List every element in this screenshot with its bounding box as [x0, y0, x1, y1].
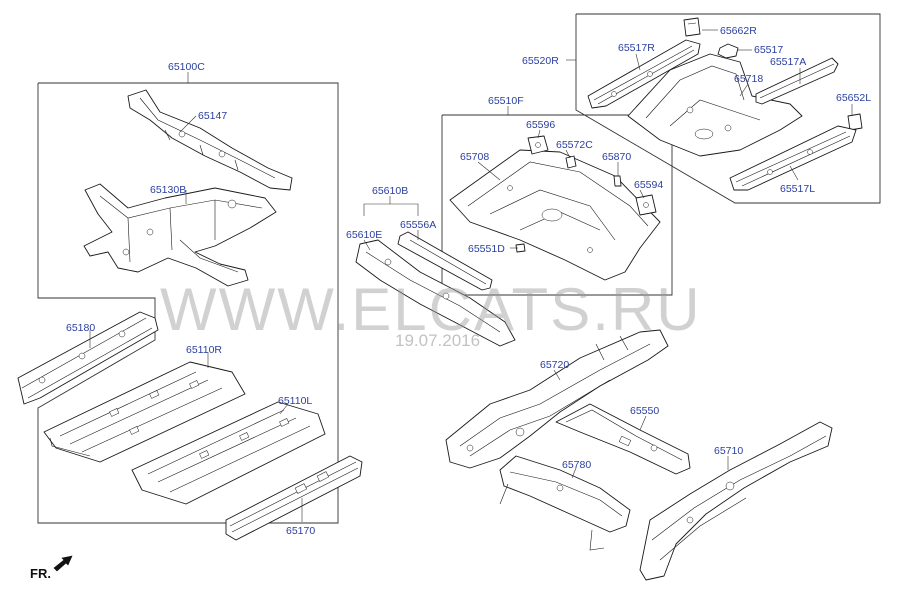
- label-65110r: 65110R: [186, 344, 222, 356]
- part-65551d: [515, 243, 526, 253]
- label-65708: 65708: [460, 151, 489, 163]
- part-65550: [555, 403, 691, 475]
- part-65708: [449, 149, 661, 281]
- label-65596: 65596: [526, 119, 555, 131]
- label-65170: 65170: [286, 525, 315, 537]
- bracket-65610b: [363, 203, 419, 216]
- label-65556a: 65556A: [400, 219, 436, 231]
- part-65517: [717, 43, 739, 59]
- label-65594: 65594: [634, 179, 663, 191]
- part-65147: [127, 89, 293, 191]
- label-65147: 65147: [198, 110, 227, 122]
- label-65610e: 65610E: [346, 229, 382, 241]
- label-65517r: 65517R: [618, 42, 655, 54]
- part-65110r: [43, 361, 246, 463]
- part-65780: [499, 455, 631, 551]
- label-65652l: 65652L: [836, 92, 871, 104]
- label-65662r: 65662R: [720, 25, 757, 37]
- fr-label: FR.: [30, 566, 51, 581]
- frame-65100c: [37, 82, 339, 524]
- part-65170: [225, 455, 363, 541]
- label-65100c: 65100C: [168, 61, 205, 73]
- label-65780: 65780: [562, 459, 591, 471]
- label-65551d: 65551D: [468, 243, 505, 255]
- label-65572c: 65572C: [556, 139, 593, 151]
- label-65517a: 65517A: [770, 56, 806, 68]
- part-65572c: [565, 155, 577, 169]
- label-65718: 65718: [734, 73, 763, 85]
- label-65720: 65720: [540, 359, 569, 371]
- label-65517: 65517: [754, 44, 783, 56]
- label-65510f: 65510F: [488, 95, 524, 107]
- part-65596: [527, 135, 549, 155]
- front-direction-indicator: FR.: [30, 555, 73, 581]
- part-65720: [445, 329, 669, 469]
- label-65180: 65180: [66, 322, 95, 334]
- frame-65510f: [441, 114, 673, 296]
- part-65130b: [83, 183, 277, 287]
- label-65710: 65710: [714, 445, 743, 457]
- label-65517l: 65517L: [780, 183, 815, 195]
- label-65520r: 65520R: [522, 55, 559, 67]
- part-65517r: [587, 39, 701, 109]
- frame-65520r: [575, 13, 881, 204]
- label-65110l: 65110L: [278, 395, 312, 407]
- part-65710: [639, 421, 833, 581]
- part-65517l: [729, 125, 857, 191]
- part-65517a: [755, 57, 839, 105]
- part-65110l: [131, 401, 326, 505]
- label-65130b: 65130B: [150, 184, 186, 196]
- label-65610b: 65610B: [372, 185, 408, 197]
- watermark-date: 19.07.2016: [395, 331, 480, 350]
- part-65718: [627, 53, 803, 157]
- part-65652l: [847, 113, 863, 131]
- part-65556a: [397, 231, 493, 291]
- part-65870: [613, 175, 622, 187]
- label-65870: 65870: [602, 151, 631, 163]
- part-65594: [635, 194, 657, 216]
- watermark-site: WWW.ELCATS.RU: [160, 276, 702, 343]
- part-65610e: [355, 239, 516, 347]
- part-65180: [17, 311, 159, 405]
- label-65550: 65550: [630, 405, 659, 417]
- part-65662r: [683, 17, 701, 37]
- front-arrow-icon: [53, 555, 73, 572]
- leader-lines: [89, 29, 853, 522]
